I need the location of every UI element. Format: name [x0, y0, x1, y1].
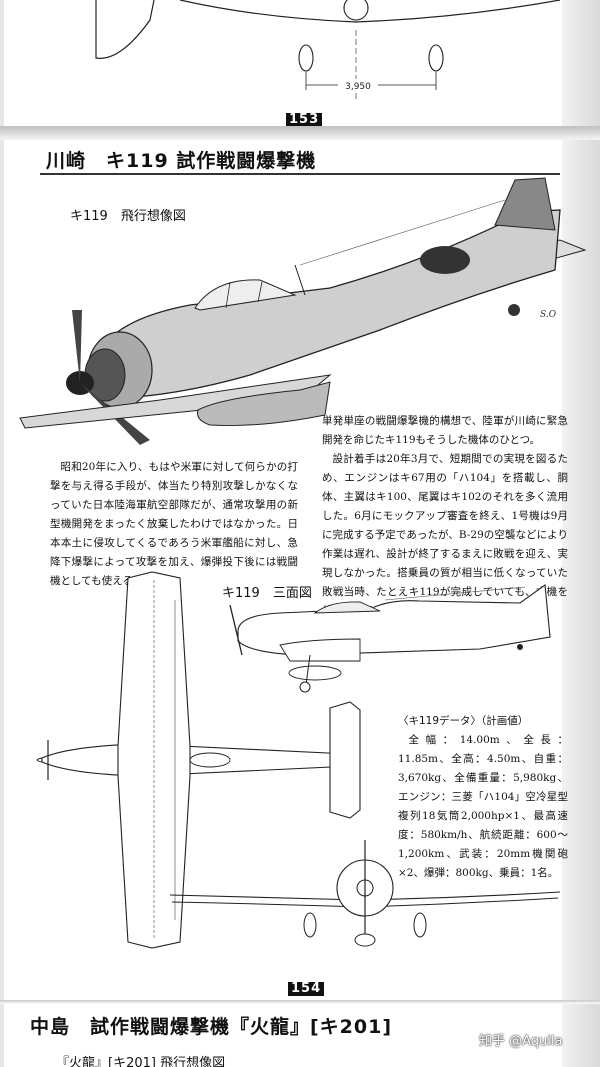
- page-gutter-right: [562, 0, 600, 1067]
- section-rule: [40, 173, 560, 175]
- data-box-text: 全幅：14.00m、全長：11.85m、全高：4.50m、自重：3,670kg、…: [398, 734, 568, 879]
- ki119-side-view-drawing: [229, 583, 551, 693]
- dimension-label: 3,950: [345, 82, 371, 92]
- ki119-data-box: 〈キ119データ〉（計画値） 全幅：14.00m、全長：11.85m、全高：4.…: [398, 712, 568, 883]
- artist-signature: S.O: [540, 310, 557, 320]
- kiryu-flight-caption: 『火龍』[キ201] 飛行想像図: [56, 1056, 226, 1067]
- ki119-flight-illustration: S.O: [19, 177, 587, 445]
- three-view-caption: キ119 三面図: [222, 586, 312, 601]
- zhihu-watermark: 知乎 @Aquila: [479, 1034, 563, 1049]
- ki119-front-view-drawing: [169, 840, 561, 947]
- paragraph-intro-cont: 単発単座の戦闘爆撃機的構想で、陸軍が川崎に緊急開発を命じたキ119もそうした機体…: [322, 415, 568, 446]
- section-title-ki201: 中島 試作戦闘爆撃機『火龍』[キ201]: [30, 1016, 393, 1038]
- data-box-title: 〈キ119データ〉（計画値）: [398, 715, 529, 727]
- flight-illustration-caption: キ119 飛行想像図: [70, 209, 186, 224]
- previous-page-fragment: [4, 0, 562, 126]
- front-view-drawing-top: 3,950: [95, 0, 561, 100]
- page-gutter-left: [0, 0, 4, 1067]
- page-number-154: 154: [288, 982, 325, 996]
- page-separator-bottom: [0, 1000, 600, 1004]
- article-text-left: 昭和20年に入り、もはや米軍に対して何らかの打撃を与え得る手段が、体当たり特別攻…: [50, 461, 298, 587]
- page-number-153: 153: [286, 113, 323, 127]
- section-title-ki119: 川崎 キ119 試作戦闘爆撃機: [46, 150, 317, 172]
- page-separator: [0, 126, 600, 140]
- ki119-top-view-drawing: [36, 571, 361, 949]
